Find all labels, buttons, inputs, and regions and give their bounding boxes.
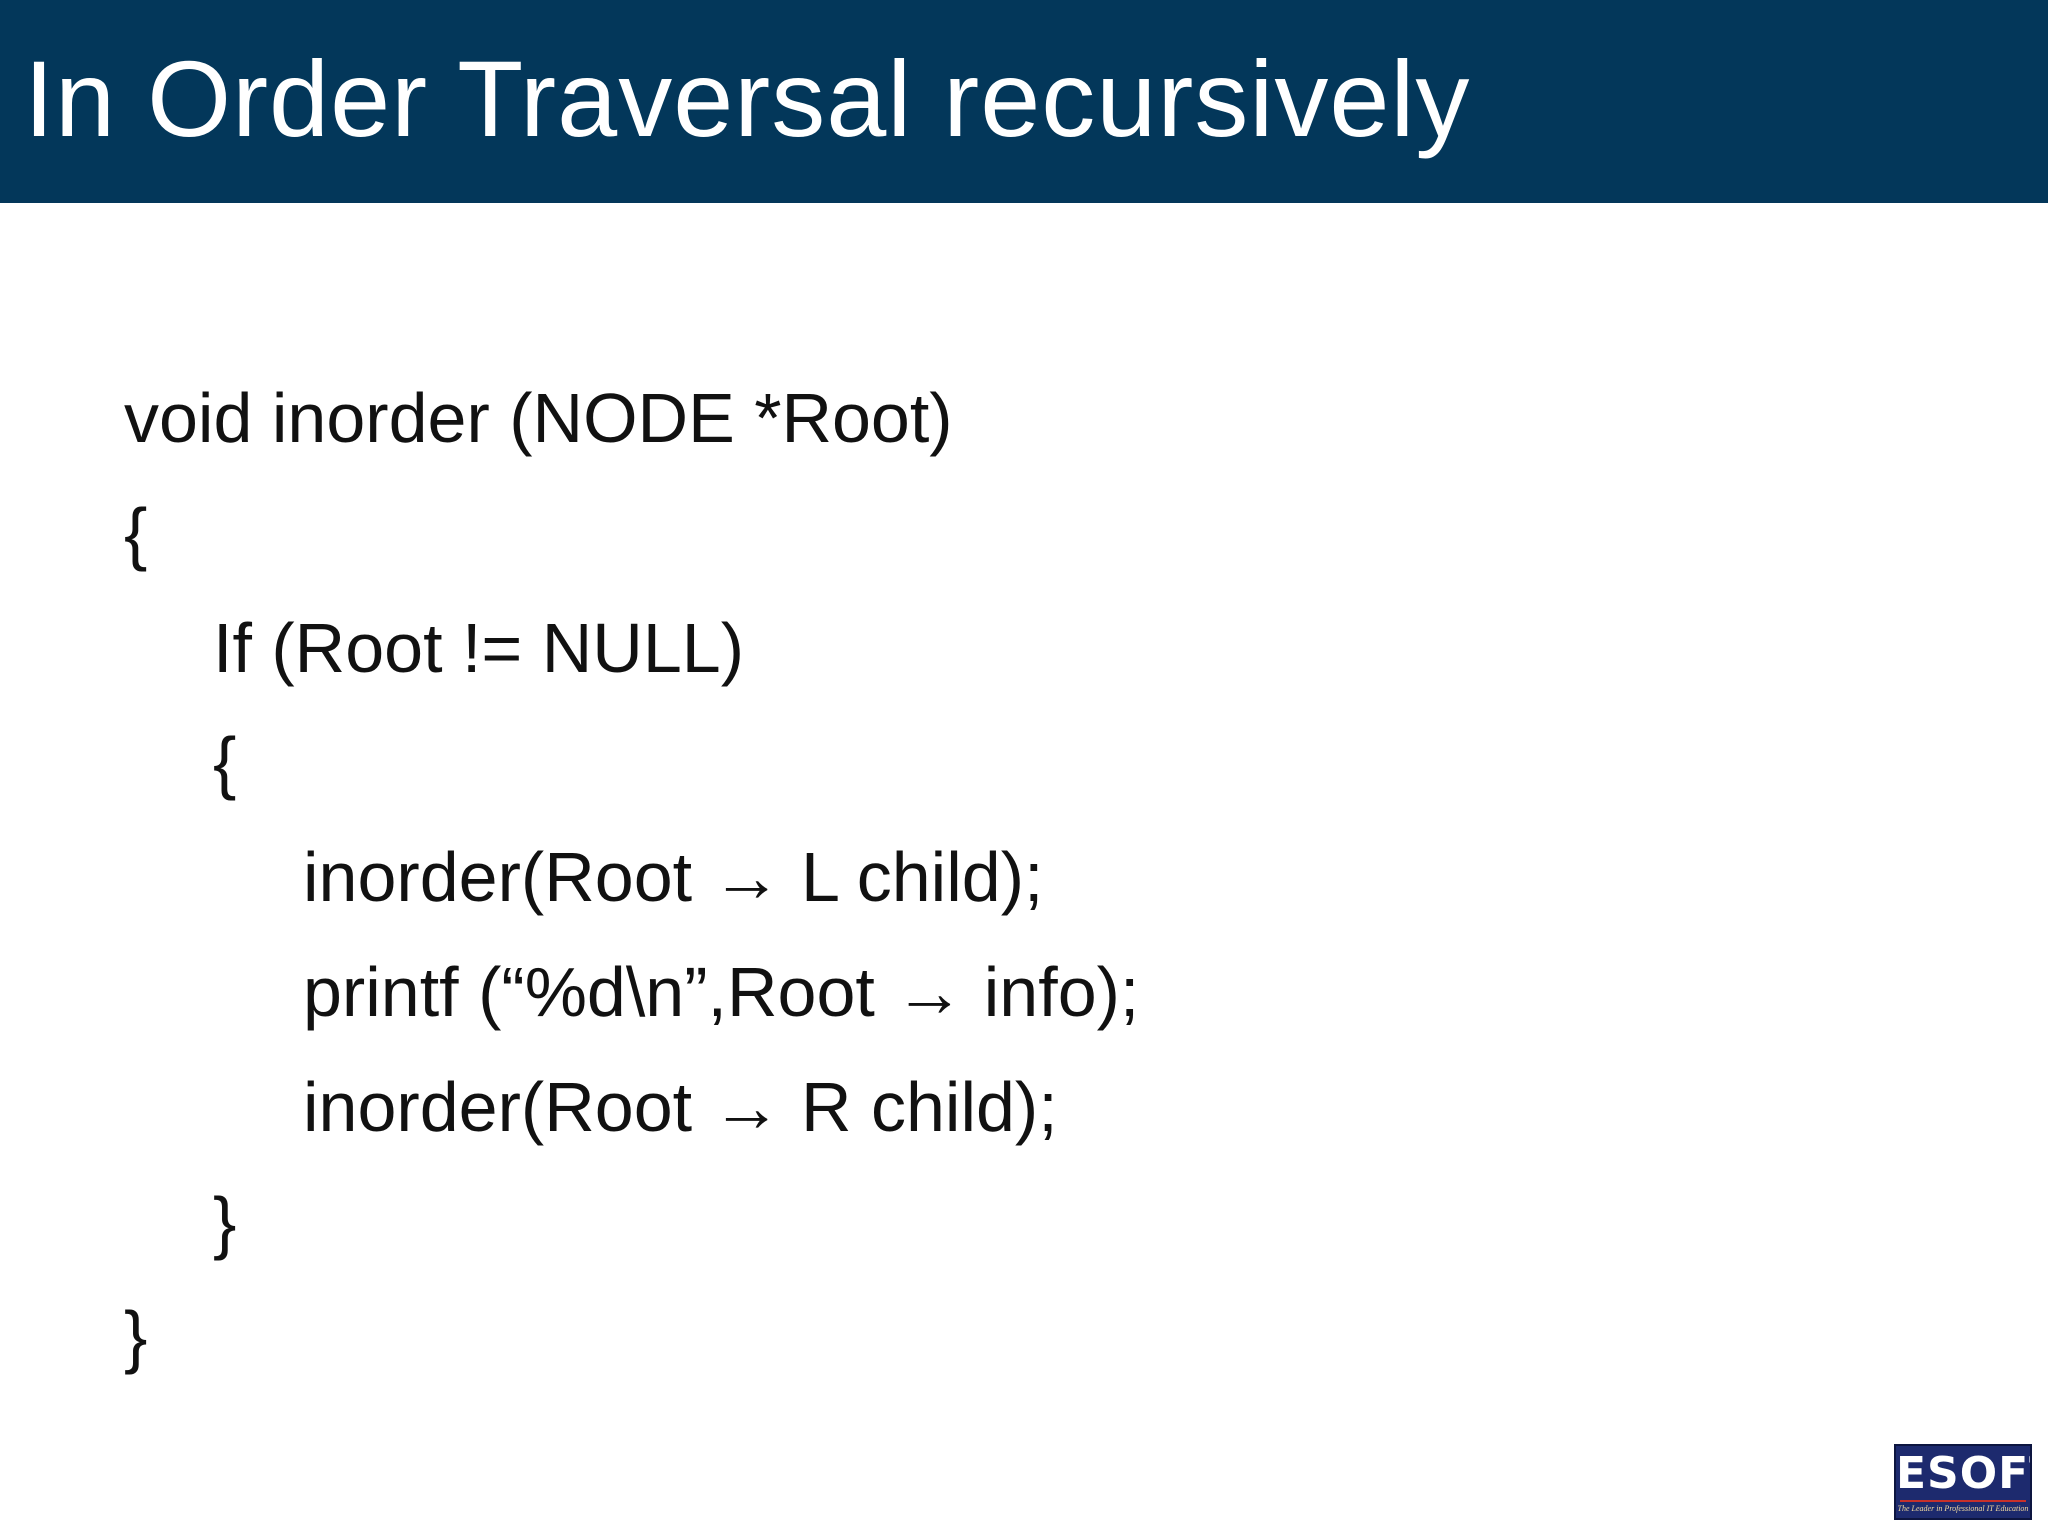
code-line-left-call: inorder(Root → L child); xyxy=(303,838,1044,916)
code-line-close-brace: } xyxy=(124,1297,148,1375)
code-line-printf: printf (“%d\n”,Root → info); xyxy=(303,953,1140,1031)
code-line-inner-close-brace: } xyxy=(213,1183,237,1261)
code-line-right-call: inorder(Root → R child); xyxy=(303,1068,1058,1146)
title-bar: In Order Traversal recursively xyxy=(0,0,2048,203)
logo-stripe xyxy=(1900,1500,2026,1502)
code-line-if: If (Root != NULL) xyxy=(213,609,745,687)
logo-tagline: The Leader in Professional IT Education xyxy=(1897,1504,2029,1513)
code-line-open-brace: { xyxy=(124,494,148,572)
code-line-signature: void inorder (NODE *Root) xyxy=(124,379,953,457)
slide-title: In Order Traversal recursively xyxy=(24,38,1471,159)
code-line-inner-open-brace: { xyxy=(213,723,237,801)
